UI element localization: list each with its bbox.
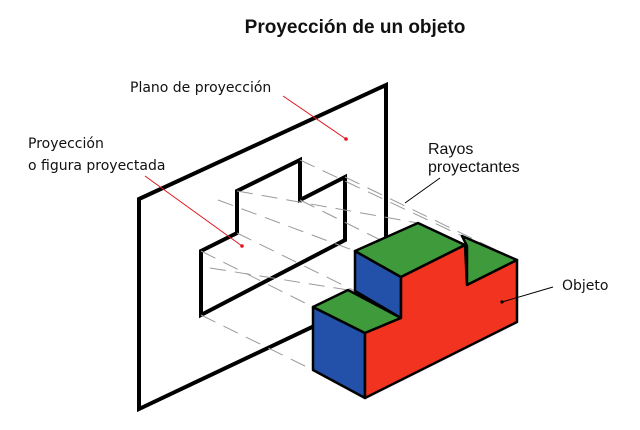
projection-label-line1: Proyección (28, 136, 104, 152)
diagram-title: Proyección de un objeto (244, 17, 466, 38)
rays-label-line2: proyectantes (428, 159, 520, 176)
front-face (363, 243, 519, 400)
rays-label-line1: Rayos (428, 141, 474, 158)
object-label: Objeto (562, 278, 609, 294)
projection-label-line2: o figura proyectada (28, 158, 166, 174)
plane-label: Plano de proyección (130, 80, 272, 96)
leader-lines (144, 95, 554, 304)
object-solid (311, 221, 519, 400)
